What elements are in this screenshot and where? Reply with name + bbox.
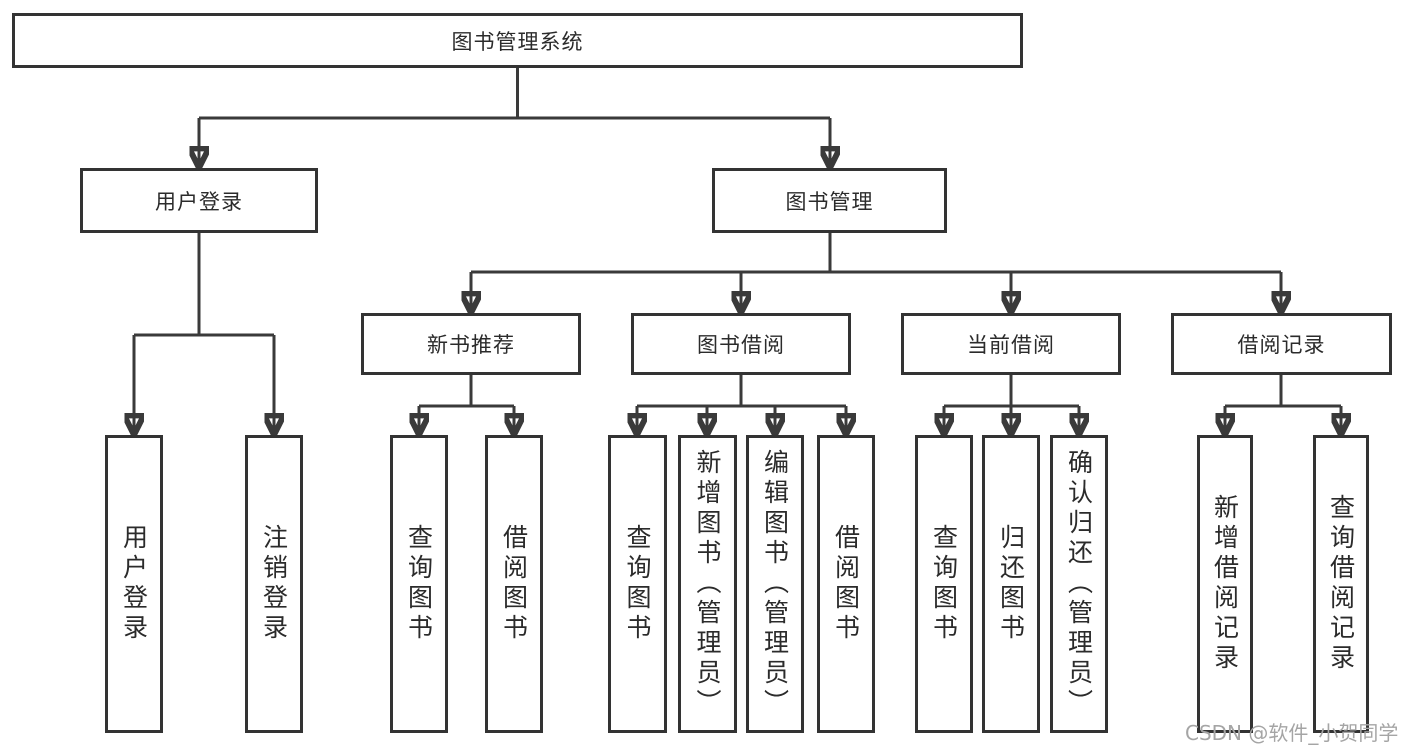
node-library-system-label: 图书管理系统 <box>451 29 584 54</box>
leaf-add-book-admin: 新增图书（管理员） <box>678 435 737 733</box>
leaf-edit-book-admin: 编辑图书（管理员） <box>746 435 804 733</box>
node-borrowing-records-label: 借阅记录 <box>1237 333 1326 357</box>
node-borrowing-records: 借阅记录 <box>1171 313 1392 375</box>
leaf-confirm-return-admin: 确认归还（管理员） <box>1050 435 1108 733</box>
leaf-add-book-admin-label: 新增图书（管理员） <box>693 449 722 719</box>
leaf-user-login-label: 用户登录 <box>119 524 149 644</box>
node-book-management: 图书管理 <box>712 168 947 233</box>
leaf-logout: 注销登录 <box>245 435 303 733</box>
connector-root-stem <box>199 68 830 120</box>
leaf-query-books-2-label: 查询图书 <box>623 524 652 644</box>
leaf-query-books-1: 查询图书 <box>390 435 448 733</box>
watermark: CSDN @软件_小贺同学 <box>1185 721 1399 745</box>
connector-new-book-recommend-stem <box>419 375 514 408</box>
node-user-login: 用户登录 <box>80 168 318 233</box>
leaf-edit-book-admin-label: 编辑图书（管理员） <box>760 449 790 719</box>
connector-book-management-stem <box>471 233 1281 274</box>
leaf-user-login: 用户登录 <box>105 435 163 733</box>
node-book-borrowing-label: 图书借阅 <box>697 333 785 357</box>
leaf-confirm-return-admin-label: 确认归还（管理员） <box>1064 449 1094 719</box>
connector-current-borrowing-stem <box>944 375 1079 408</box>
leaf-query-borrow-record: 查询借阅记录 <box>1313 435 1369 733</box>
node-new-book-recommend-label: 新书推荐 <box>427 333 515 357</box>
leaf-return-books: 归还图书 <box>982 435 1040 733</box>
leaf-query-books-1-label: 查询图书 <box>404 524 434 644</box>
leaf-borrow-books-1: 借阅图书 <box>485 435 543 733</box>
node-user-login-label: 用户登录 <box>155 189 243 214</box>
node-library-system: 图书管理系统 <box>12 13 1023 68</box>
leaf-query-books-3-label: 查询图书 <box>929 524 959 644</box>
leaf-return-books-label: 归还图书 <box>996 524 1026 644</box>
node-book-borrowing: 图书借阅 <box>631 313 851 375</box>
node-current-borrowing: 当前借阅 <box>901 313 1121 375</box>
leaf-borrow-books-2-label: 借阅图书 <box>831 524 861 644</box>
connector-borrowing-records-stem <box>1225 375 1341 408</box>
leaf-query-books-2: 查询图书 <box>608 435 667 733</box>
node-book-management-label: 图书管理 <box>785 189 874 214</box>
leaf-add-borrow-record: 新增借阅记录 <box>1197 435 1253 733</box>
leaf-query-borrow-record-label: 查询借阅记录 <box>1326 494 1356 674</box>
node-new-book-recommend: 新书推荐 <box>361 313 581 375</box>
connector-user-login-stem <box>134 233 274 337</box>
connector-book-borrowing-stem <box>637 375 846 408</box>
leaf-borrow-books-2: 借阅图书 <box>817 435 875 733</box>
leaf-query-books-3: 查询图书 <box>915 435 973 733</box>
node-current-borrowing-label: 当前借阅 <box>967 333 1055 357</box>
leaf-logout-label: 注销登录 <box>259 524 289 644</box>
leaf-borrow-books-1-label: 借阅图书 <box>499 524 529 644</box>
leaf-add-borrow-record-label: 新增借阅记录 <box>1210 494 1240 674</box>
